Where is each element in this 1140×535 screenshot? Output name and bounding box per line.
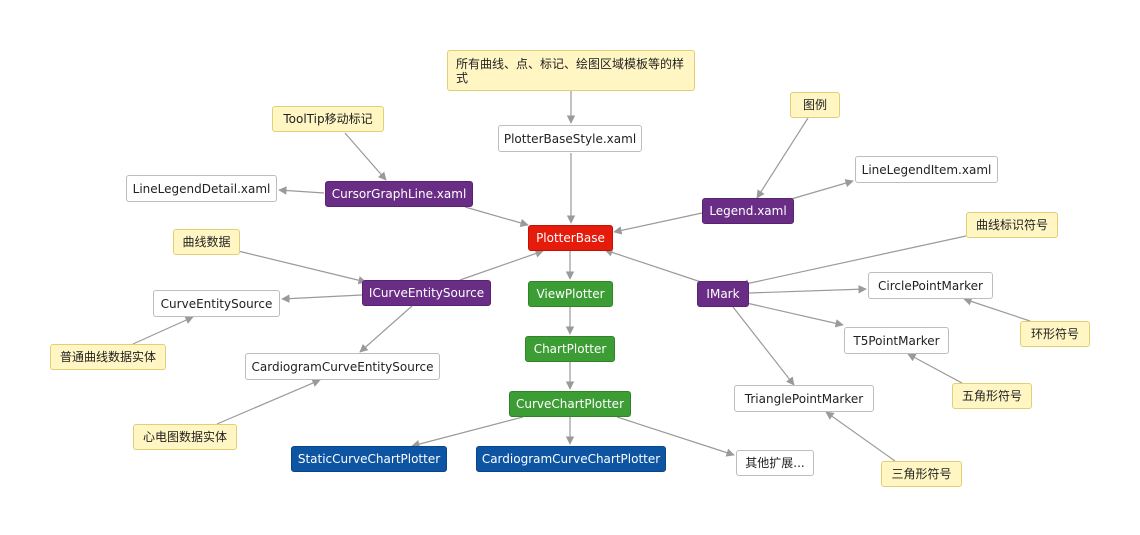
note-ecg-entity: 心电图数据实体 (133, 424, 237, 450)
note-triangle-symbol: 三角形符号 (881, 461, 962, 487)
edge-icurve-to-curve-entity-source (281, 294, 363, 303)
edge-note-triangle-to-triangle-marker (825, 411, 896, 462)
node-other-extensions: 其他扩展... (736, 450, 814, 476)
note-legend: 图例 (790, 92, 840, 118)
node-curve-entity-source: CurveEntitySource (153, 290, 280, 317)
node-imark: IMark (697, 281, 749, 307)
edge-imark-to-circle-marker (748, 285, 867, 294)
edge-imark-to-triangle-marker (732, 306, 795, 386)
node-static-curve-chart-plotter: StaticCurveChartPlotter (291, 446, 447, 472)
edge-legend-to-plotter-base (613, 212, 703, 235)
note-normal-curve-entity: 普通曲线数据实体 (50, 344, 166, 370)
edge-note-tooltip-to-cursor (344, 132, 387, 181)
note-curve-mark-symbol: 曲线标识符号 (966, 212, 1058, 238)
node-icurve-entity-source: ICurveEntitySource (362, 280, 491, 306)
node-plotter-base-style: PlotterBaseStyle.xaml (498, 125, 642, 152)
note-curve-data: 曲线数据 (173, 229, 240, 255)
node-chart-plotter: ChartPlotter (525, 336, 615, 362)
edge-imark-to-plotter-base (604, 248, 702, 283)
note-ring-symbol: 环形符号 (1020, 321, 1090, 347)
edge-note-ring-to-circle-marker (963, 297, 1031, 322)
node-triangle-point-marker: TrianglePointMarker (734, 385, 874, 412)
edge-cursor-to-line-legend-detail (278, 186, 325, 195)
edge-curve-chart-to-static (411, 416, 524, 449)
edge-note-star-to-t5-marker (907, 353, 963, 384)
edge-note-ecg-to-cardiogram-ces (216, 379, 321, 425)
note-tooltip-marker: ToolTip移动标记 (272, 106, 384, 132)
edge-curve-chart-to-other (616, 416, 735, 457)
node-cursor-graph-line: CursorGraphLine.xaml (325, 181, 473, 207)
edge-imark-to-t5-marker (741, 301, 844, 328)
node-view-plotter: ViewPlotter (528, 281, 613, 307)
edge-note-curve-data-to-icurve (237, 250, 367, 285)
edge-note-legend-to-legend (756, 117, 809, 199)
node-curve-chart-plotter: CurveChartPlotter (509, 391, 631, 417)
edge-icurve-to-cardiogram-ces (359, 305, 413, 353)
node-circle-point-marker: CirclePointMarker (868, 272, 993, 299)
note-star-symbol: 五角形符号 (952, 383, 1032, 409)
node-cardiogram-curve-entity-source: CardiogramCurveEntitySource (245, 353, 440, 380)
edge-note-curve-mark-to-imark (740, 235, 967, 288)
node-t5-point-marker: T5PointMarker (844, 327, 949, 354)
edge-cursor-to-plotter-base (464, 206, 529, 227)
note-styles: 所有曲线、点、标记、绘图区域模板等的样式 (447, 50, 695, 91)
edge-note-normal-curve-to-ces (132, 316, 194, 345)
node-cardiogram-curve-chart-plotter: CardiogramCurveChartPlotter (476, 446, 666, 472)
node-plotter-base: PlotterBase (528, 225, 613, 251)
node-line-legend-detail: LineLegendDetail.xaml (126, 175, 277, 202)
node-legend: Legend.xaml (702, 198, 794, 224)
edge-icurve-to-plotter-base (459, 249, 544, 281)
node-line-legend-item: LineLegendItem.xaml (855, 156, 998, 183)
